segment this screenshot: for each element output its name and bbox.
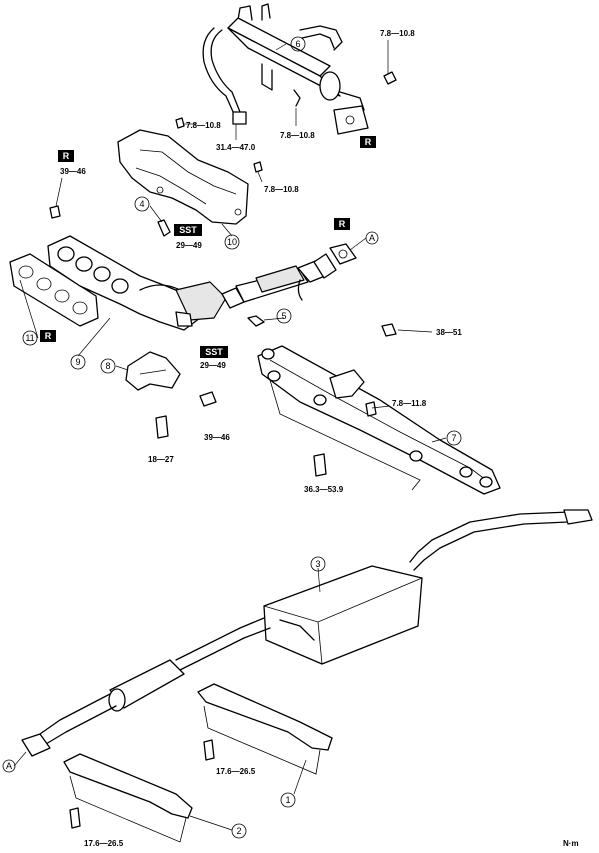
tag-sst-2-label: SST — [205, 347, 223, 357]
exhaust-manifold — [47, 235, 227, 331]
torque-hanger-2: 17.6—26.5 — [84, 839, 124, 848]
callout-9-label: 9 — [75, 357, 80, 367]
tag-sst-2: SST — [200, 346, 228, 358]
tag-sst-1: SST — [174, 224, 202, 236]
torque-insulator-top: 7.8—10.8 — [186, 121, 221, 130]
callout-a-bottom-label: A — [6, 761, 12, 771]
tag-sst-1-label: SST — [179, 225, 197, 235]
torque-bracket-bolt: 18—27 — [148, 455, 174, 464]
tag-r-2-label: R — [365, 137, 372, 147]
callout-6-label: 6 — [295, 39, 300, 49]
crossmember — [257, 345, 501, 495]
tag-r-4: R — [40, 330, 56, 342]
manifold-bracket — [125, 351, 181, 391]
callout-7: 7 — [446, 430, 462, 446]
hanger-bracket-1 — [197, 683, 333, 775]
tag-r-4-label: R — [45, 331, 52, 341]
leader-lines — [13, 40, 447, 831]
tag-r-3: R — [334, 218, 350, 230]
torque-hanger-1: 17.6—26.5 — [216, 767, 256, 776]
center-pipe — [21, 617, 271, 757]
hanger-bracket-2 — [63, 753, 193, 843]
torque-crossmember-bolt: 7.8—11.8 — [392, 399, 427, 408]
manifold-gasket — [9, 253, 99, 327]
callout-6: 6 — [290, 36, 306, 52]
egr-cooler — [202, 3, 397, 135]
torque-tube-bolt: 7.8—10.8 — [280, 131, 315, 140]
fasteners — [49, 117, 397, 829]
callout-9: 9 — [70, 354, 86, 370]
tag-r-1: R — [58, 150, 74, 162]
callout-8: 8 — [100, 358, 116, 374]
callout-3: 3 — [310, 556, 326, 572]
torque-bracket-nut: 39—46 — [204, 433, 230, 442]
front-pipe — [221, 253, 337, 309]
callout-7-label: 7 — [451, 433, 456, 443]
main-muffler — [263, 509, 593, 665]
callout-a-top: A — [365, 231, 379, 245]
callout-2: 2 — [231, 823, 247, 839]
callout-a-top-label: A — [369, 233, 375, 243]
torque-tube-union: 31.4—47.0 — [216, 143, 256, 152]
callout-8-label: 8 — [105, 361, 110, 371]
callout-1: 1 — [280, 792, 296, 808]
callout-11-label: 11 — [25, 333, 34, 343]
tag-r-2: R — [360, 136, 376, 148]
callout-5-label: 5 — [281, 311, 286, 321]
callout-2-label: 2 — [236, 826, 241, 836]
torque-flange-nut: 38—51 — [436, 328, 462, 337]
torque-tube-nut: 7.8—10.8 — [380, 29, 415, 38]
unit-label: N·m — [563, 839, 579, 848]
callout-a-bottom: A — [2, 759, 16, 773]
callout-4: 4 — [134, 196, 150, 212]
callout-10-label: 10 — [227, 237, 237, 247]
torque-crossmember-main: 36.3—53.9 — [304, 485, 344, 494]
callout-3-label: 3 — [315, 559, 320, 569]
torque-sensor-rear: 29—49 — [200, 361, 226, 370]
callout-5: 5 — [276, 308, 292, 324]
callout-1-label: 1 — [285, 795, 290, 805]
tag-r-1-label: R — [63, 151, 70, 161]
tag-r-3-label: R — [339, 219, 346, 229]
callout-10: 10 — [224, 234, 240, 250]
callout-4-label: 4 — [139, 199, 144, 209]
torque-manifold-nut: 39—46 — [60, 167, 86, 176]
heat-insulator — [117, 129, 249, 225]
torque-sensor-front: 29—49 — [176, 241, 202, 250]
flange-gasket — [329, 243, 357, 265]
torque-insulator-right: 7.8—10.8 — [264, 185, 299, 194]
callout-11: 11 — [22, 330, 38, 346]
